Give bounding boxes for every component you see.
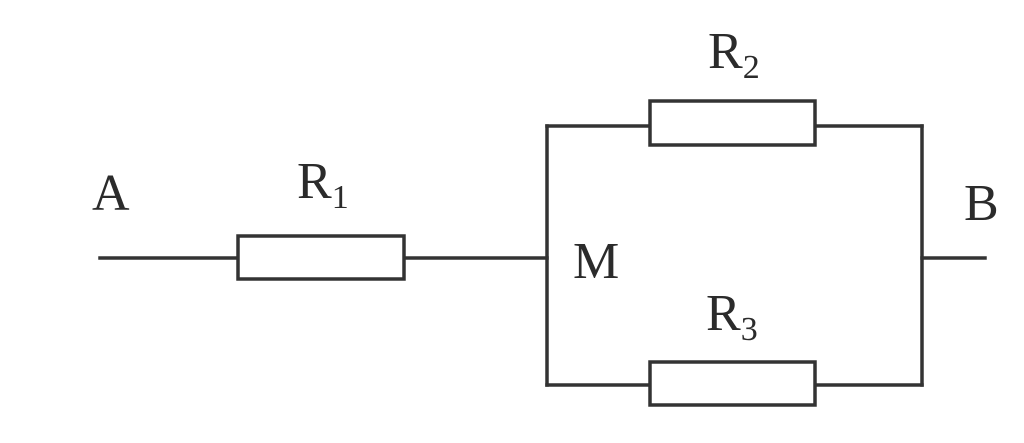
r2-subscript: 2 bbox=[743, 49, 760, 86]
resistor-r3 bbox=[648, 360, 817, 407]
node-m-label: M bbox=[573, 233, 619, 290]
r3-subscript: 3 bbox=[741, 311, 758, 348]
resistor-r2 bbox=[648, 99, 817, 147]
r1-letter: R bbox=[297, 153, 332, 210]
resistor-r2-label: R2 bbox=[708, 23, 760, 86]
terminal-b-label: B bbox=[964, 175, 999, 232]
resistor-r3-label: R3 bbox=[706, 285, 758, 348]
r1-subscript: 1 bbox=[332, 179, 349, 216]
resistor-r1-label: R1 bbox=[297, 153, 349, 216]
resistor-r1 bbox=[236, 234, 406, 281]
r3-letter: R bbox=[706, 285, 741, 342]
terminal-a-label: A bbox=[92, 165, 130, 222]
r2-letter: R bbox=[708, 23, 743, 80]
